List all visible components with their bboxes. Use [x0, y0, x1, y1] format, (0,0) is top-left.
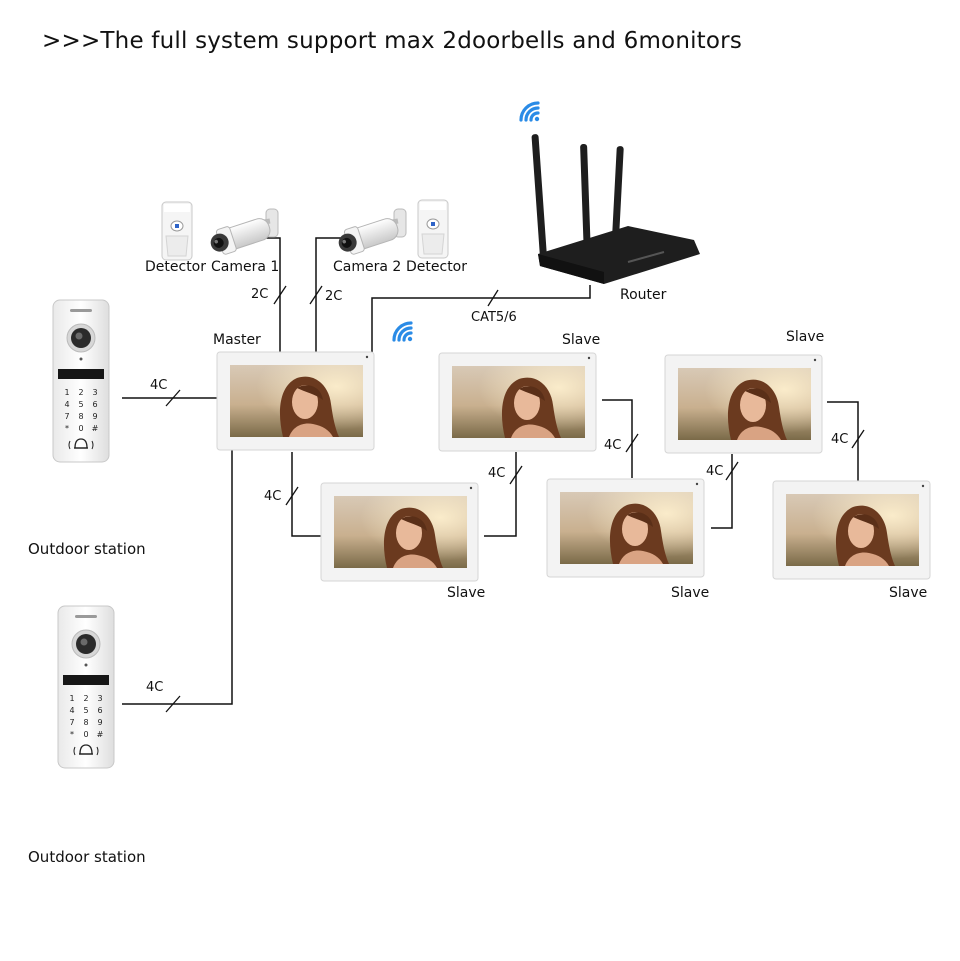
master-monitor	[216, 351, 375, 451]
wire-label-camera-2: 2C	[325, 289, 343, 304]
detector-left-label: Detector	[145, 259, 207, 275]
slave-monitor-3	[320, 482, 479, 582]
outdoor-station-2-label: Outdoor station	[28, 848, 146, 866]
router	[531, 134, 700, 284]
slave-monitor-4	[546, 478, 705, 578]
slave-monitor-2	[664, 354, 823, 454]
wire-slave-4-slave-5	[827, 401, 859, 481]
wire-router-master	[371, 285, 591, 352]
wire-camera-2-master	[315, 237, 346, 352]
router-wifi-icon	[519, 101, 541, 123]
detector-right-icon	[417, 199, 449, 259]
detector-right-label: Detector	[406, 259, 468, 275]
router-label: Router	[620, 287, 667, 303]
camera-2-label: Camera 2	[333, 259, 402, 275]
wire-label-slave-1-2: 4C	[488, 466, 506, 481]
wire-slave-2-slave-3	[602, 399, 633, 478]
camera-2-icon	[335, 209, 406, 258]
master-wifi-icon	[392, 321, 414, 343]
master-label: Master	[213, 332, 261, 348]
slave-label-2: Slave	[786, 329, 825, 345]
camera-1-label: Camera 1	[211, 259, 280, 275]
camera-1-icon	[207, 209, 278, 258]
wire-label-router: CAT5/6	[471, 310, 517, 325]
diagram-title: >>>The full system support max 2doorbell…	[42, 28, 743, 54]
outdoor-station-2-icon	[57, 605, 115, 769]
wire-label-slave-4-5: 4C	[831, 432, 849, 447]
wire-label-master-slave: 4C	[264, 489, 282, 504]
wire-outdoor-2-master	[122, 450, 233, 705]
slave-label-1: Slave	[562, 332, 601, 348]
wire-label-slave-2-3: 4C	[604, 438, 622, 453]
slave-label-3: Slave	[447, 585, 486, 601]
wire-label-slave-3-4: 4C	[706, 464, 724, 479]
wires	[122, 237, 859, 705]
wire-slave-3-slave-4	[711, 454, 733, 529]
slave-label-5: Slave	[889, 585, 928, 601]
outdoor-station-1-label: Outdoor station	[28, 540, 146, 558]
slave-label-4: Slave	[671, 585, 710, 601]
wire-label-outdoor-1: 4C	[150, 378, 168, 393]
wire-label-outdoor-2: 4C	[146, 680, 164, 695]
slave-monitor-5	[772, 480, 931, 580]
wire-ticks	[165, 285, 865, 713]
wire-camera-1-master	[266, 237, 281, 352]
wire-master-slave-1	[291, 452, 321, 537]
wire-label-camera-1: 2C	[251, 287, 269, 302]
detector-left-icon	[161, 201, 193, 261]
wire-slave-1-slave-2	[484, 452, 517, 537]
slave-monitor-1	[438, 352, 597, 452]
outdoor-station-1-icon	[52, 299, 110, 463]
